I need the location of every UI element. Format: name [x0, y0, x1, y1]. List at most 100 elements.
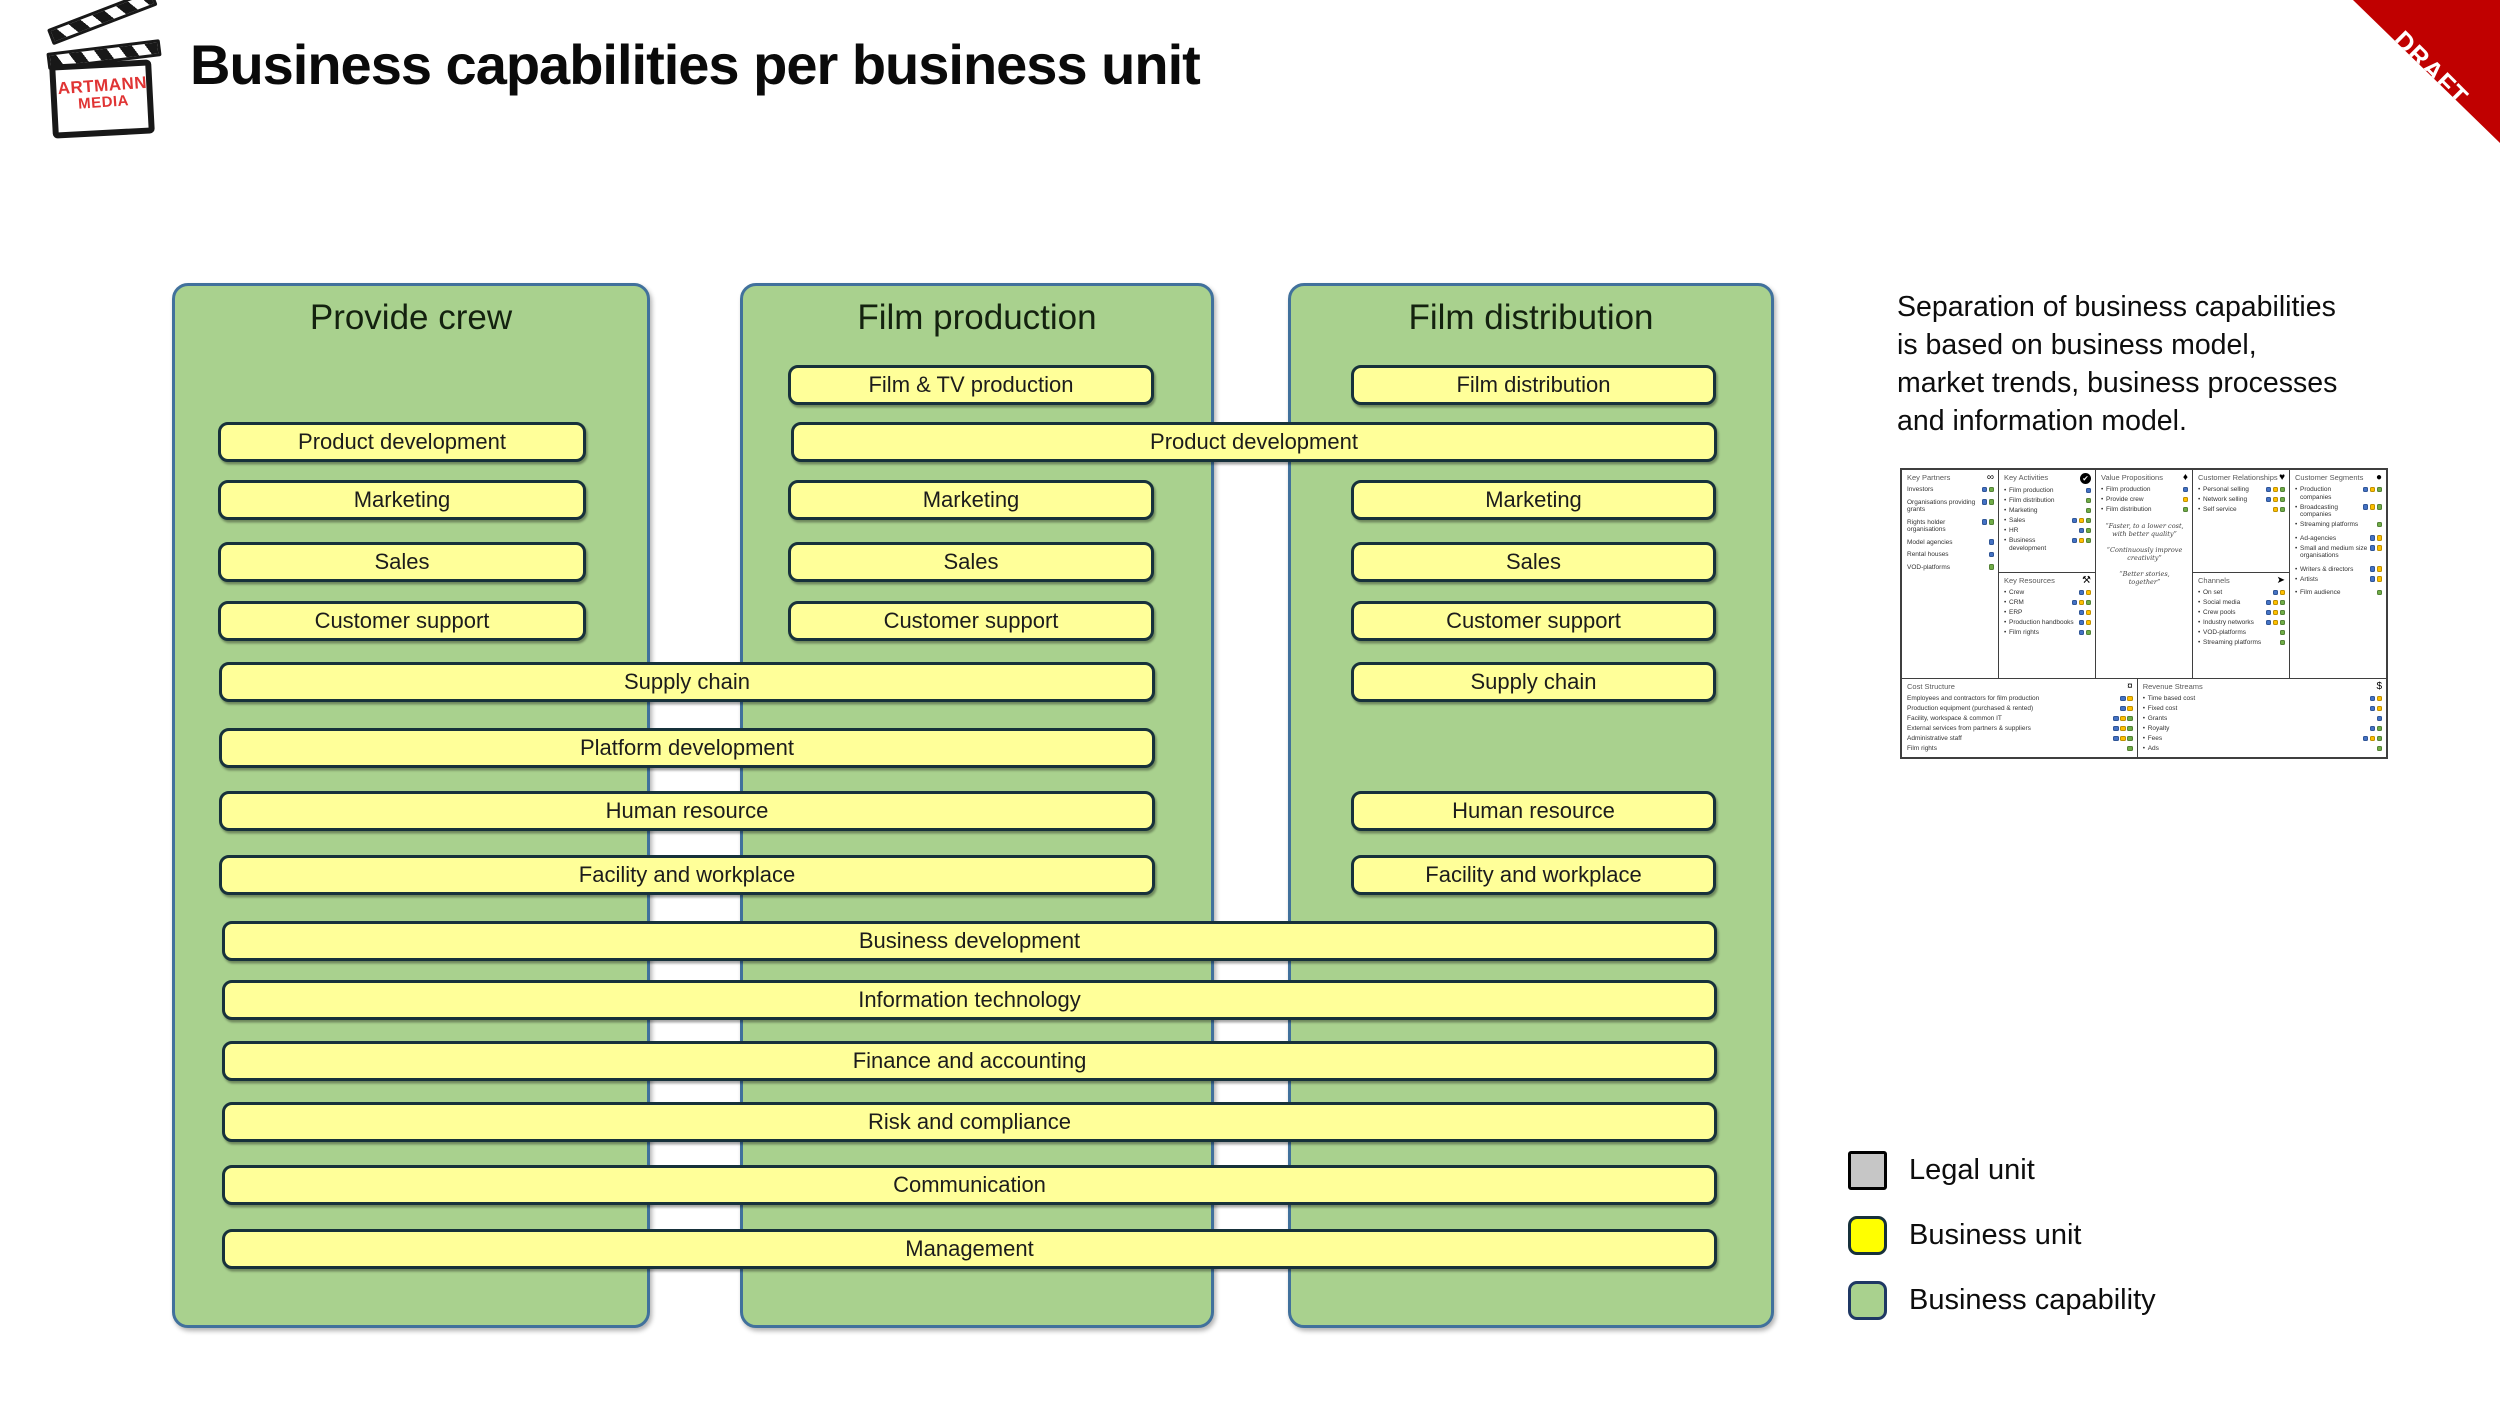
- bmc-item: •Streaming platforms: [2198, 639, 2285, 647]
- bmc-item-chips: [2266, 497, 2286, 503]
- bmc-item-chips: [2370, 535, 2383, 541]
- legend-item-yellow: Business unit: [1848, 1215, 2156, 1255]
- bmc-item: •Film distribution: [2004, 497, 2091, 505]
- blue-chip: [2079, 620, 2085, 626]
- legend-label: Business capability: [1909, 1284, 2156, 1317]
- blue-chip: [2363, 504, 2369, 510]
- column-title: Film distribution: [1291, 298, 1771, 338]
- bmc-section-title: Key Activities: [2004, 473, 2048, 482]
- bmc-item: •Broadcasting companies: [2295, 504, 2382, 519]
- bmc-item-chips: [2266, 610, 2286, 616]
- bmc-item: •Sales: [2004, 517, 2091, 525]
- green-chip: [2183, 507, 2189, 513]
- bmc-section-channels: Channels➤•On set•Social media•Crew pools…: [2193, 573, 2289, 678]
- capability-label: Film & TV production: [868, 372, 1073, 398]
- capability-label: Communication: [893, 1172, 1046, 1198]
- bmc-item-chips: [2377, 716, 2383, 722]
- bmc-item-chips: [2086, 488, 2092, 494]
- capability-label: Platform development: [580, 735, 794, 761]
- bmc-item-chips: [2113, 726, 2133, 732]
- capability-box: Product development: [218, 422, 586, 462]
- blue-chip: [2370, 535, 2376, 541]
- blue-chip: [1989, 539, 1995, 545]
- bmc-item-chips: [2120, 706, 2133, 712]
- bmc-column: Customer Relationships♥•Personal selling…: [2193, 470, 2290, 678]
- yellow-chip: [2183, 497, 2189, 503]
- bmc-item-chips: [2280, 640, 2286, 646]
- yellow-chip: [2370, 736, 2376, 742]
- capability-box: Customer support: [1351, 601, 1716, 641]
- bmc-item-chips: [2273, 590, 2286, 596]
- blue-chip: [2273, 590, 2279, 596]
- yellow-swatch-icon: [1848, 1216, 1887, 1255]
- blue-chip: [1989, 552, 1995, 558]
- capability-box: Product development: [791, 422, 1717, 462]
- bmc-item: •Production handbooks: [2004, 619, 2091, 627]
- bmc-item: Rights holder organisations: [1907, 519, 1994, 534]
- bmc-item-chips: [2370, 566, 2383, 572]
- capability-label: Business development: [859, 928, 1080, 954]
- bmc-item-label: Small and medium size organisations: [2300, 545, 2368, 560]
- blue-chip: [2079, 528, 2085, 534]
- bmc-item-chips: [2377, 590, 2383, 596]
- bmc-item-label: Production companies: [2300, 486, 2361, 501]
- yellow-chip: [2120, 726, 2126, 732]
- bmc-item-chips: [2266, 620, 2286, 626]
- bmc-item-label: Film production: [2009, 487, 2084, 495]
- bmc-item: •Ad-agencies: [2295, 535, 2382, 543]
- blue-chip: [2266, 620, 2272, 626]
- bmc-item: •Business development: [2004, 537, 2091, 552]
- bmc-item-label: Production handbooks: [2009, 619, 2077, 627]
- capability-box: Facility and workplace: [219, 855, 1155, 895]
- bmc-item-chips: [2079, 590, 2092, 596]
- yellow-chip: [2086, 610, 2092, 616]
- capability-box: Marketing: [788, 480, 1154, 520]
- bmc-item-chips: [2363, 736, 2383, 742]
- bmc-item: •Film audience: [2295, 589, 2382, 597]
- bmc-item-label: Employees and contractors for film produ…: [1907, 695, 2118, 703]
- bmc-item: •Film production: [2004, 487, 2091, 495]
- yellow-chip: [2273, 507, 2279, 513]
- yellow-chip: [2086, 620, 2092, 626]
- capability-box: Communication: [222, 1165, 1717, 1205]
- legend: Legal unitBusiness unitBusiness capabili…: [1848, 1150, 2156, 1345]
- blue-chip: [2120, 706, 2126, 712]
- bmc-section-cost-structure: Cost Structure¤Employees and contractors…: [1902, 679, 2138, 757]
- bmc-item-label: Streaming platforms: [2203, 639, 2278, 647]
- bmc-section-title: Key Resources: [2004, 576, 2055, 585]
- blue-chip: [2183, 487, 2189, 493]
- logo-text: ARTMANN MEDIA: [52, 75, 154, 115]
- bmc-item-chips: [2363, 504, 2383, 510]
- bmc-item-chips: [1982, 519, 1995, 525]
- bmc-item-chips: [2113, 736, 2133, 742]
- bmc-item-chips: [2079, 528, 2092, 534]
- green-chip: [2377, 487, 2383, 493]
- blue-chip: [2266, 487, 2272, 493]
- green-chip: [2280, 507, 2286, 513]
- capability-label: Product development: [298, 429, 506, 455]
- bmc-item: Employees and contractors for film produ…: [1907, 695, 2133, 703]
- blue-chip: [2072, 538, 2078, 544]
- capability-box: Platform development: [219, 728, 1155, 768]
- capability-label: Sales: [1506, 549, 1561, 575]
- bmc-item: •Production companies: [2295, 486, 2382, 501]
- green-chip: [2127, 716, 2133, 722]
- capability-box: Marketing: [1351, 480, 1716, 520]
- bmc-item-label: Writers & directors: [2300, 566, 2368, 574]
- bmc-section-title: Channels: [2198, 576, 2230, 585]
- bmc-item-chips: [2363, 487, 2383, 493]
- yellow-chip: [2086, 590, 2092, 596]
- green-chip: [2280, 600, 2286, 606]
- bmc-item-chips: [2120, 696, 2133, 702]
- bmc-item-label: Rights holder organisations: [1907, 519, 1980, 534]
- yellow-chip: [2079, 538, 2085, 544]
- bmc-item-label: On set: [2203, 589, 2271, 597]
- green-chip: [2377, 504, 2383, 510]
- bmc-item-label: Provide crew: [2106, 496, 2181, 504]
- blue-chip: [2072, 600, 2078, 606]
- bmc-item-chips: [2086, 508, 2092, 514]
- yellow-chip: [2370, 504, 2376, 510]
- business-model-canvas: Key Partners∞InvestorsOrganisations prov…: [1900, 468, 2388, 759]
- capability-label: Facility and workplace: [1425, 862, 1641, 888]
- green-chip: [2086, 528, 2092, 534]
